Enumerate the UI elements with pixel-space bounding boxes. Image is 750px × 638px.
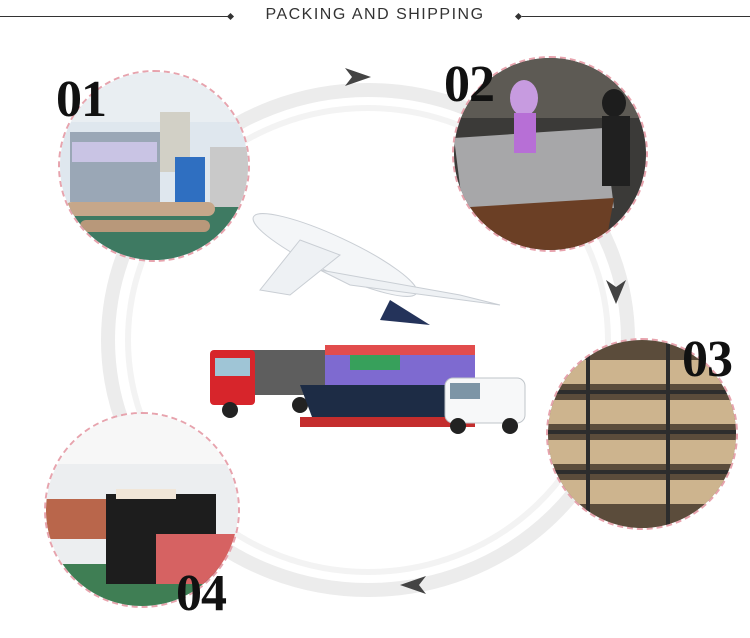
header-right-line [522, 16, 750, 17]
section-header: PACKING AND SHIPPING [0, 0, 750, 34]
step-02-number: 02 [444, 56, 495, 113]
truck-icon [210, 350, 325, 418]
header-left-line [0, 16, 228, 17]
arrow-down-icon [606, 280, 626, 304]
van-icon [444, 377, 526, 434]
step-03-number: 03 [682, 331, 733, 388]
fabric-rolls-rack-photo [548, 340, 736, 528]
page-title: PACKING AND SHIPPING [265, 6, 485, 23]
arrow-right-icon [345, 68, 371, 86]
arrow-left-icon [400, 576, 426, 594]
airplane-icon [252, 213, 501, 325]
step-01-number: 01 [56, 71, 107, 128]
step-03-photo [546, 338, 738, 530]
step-01-photo [58, 70, 250, 262]
transport-illustration [200, 200, 530, 445]
step-04-number: 04 [176, 565, 227, 622]
fabric-inspection-machine-photo [60, 72, 248, 260]
